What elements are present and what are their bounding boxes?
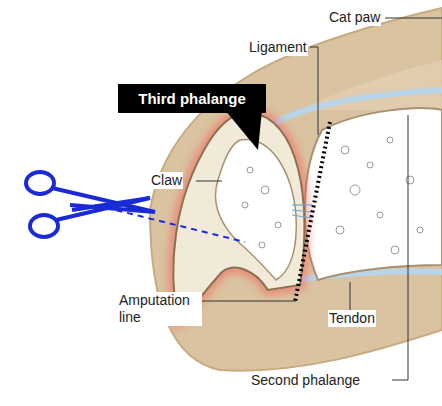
second-phalange-bone <box>305 108 442 280</box>
amputation-line <box>295 122 330 302</box>
part-label: Second phalange <box>250 372 361 389</box>
part-label: Amputation line <box>118 292 202 326</box>
part-label: Ligament <box>248 39 308 56</box>
claw-glow <box>173 112 304 322</box>
scissors-icon <box>26 172 155 237</box>
callout-box: Third phalange <box>118 84 266 113</box>
bone-texture <box>336 137 423 254</box>
callout-text: Third phalange <box>138 90 246 107</box>
part-label: Claw <box>150 172 183 189</box>
callout-pointer <box>225 110 262 150</box>
part-label: Cat paw <box>328 9 381 26</box>
leader-lines <box>196 18 442 380</box>
claw-shape <box>173 112 304 322</box>
paw-shading <box>300 60 442 110</box>
bone-texture <box>242 167 281 248</box>
cut-path <box>95 205 245 242</box>
third-phalange-bone <box>215 140 296 280</box>
part-label: Tendon <box>328 310 376 327</box>
joint-fibres <box>292 205 312 218</box>
